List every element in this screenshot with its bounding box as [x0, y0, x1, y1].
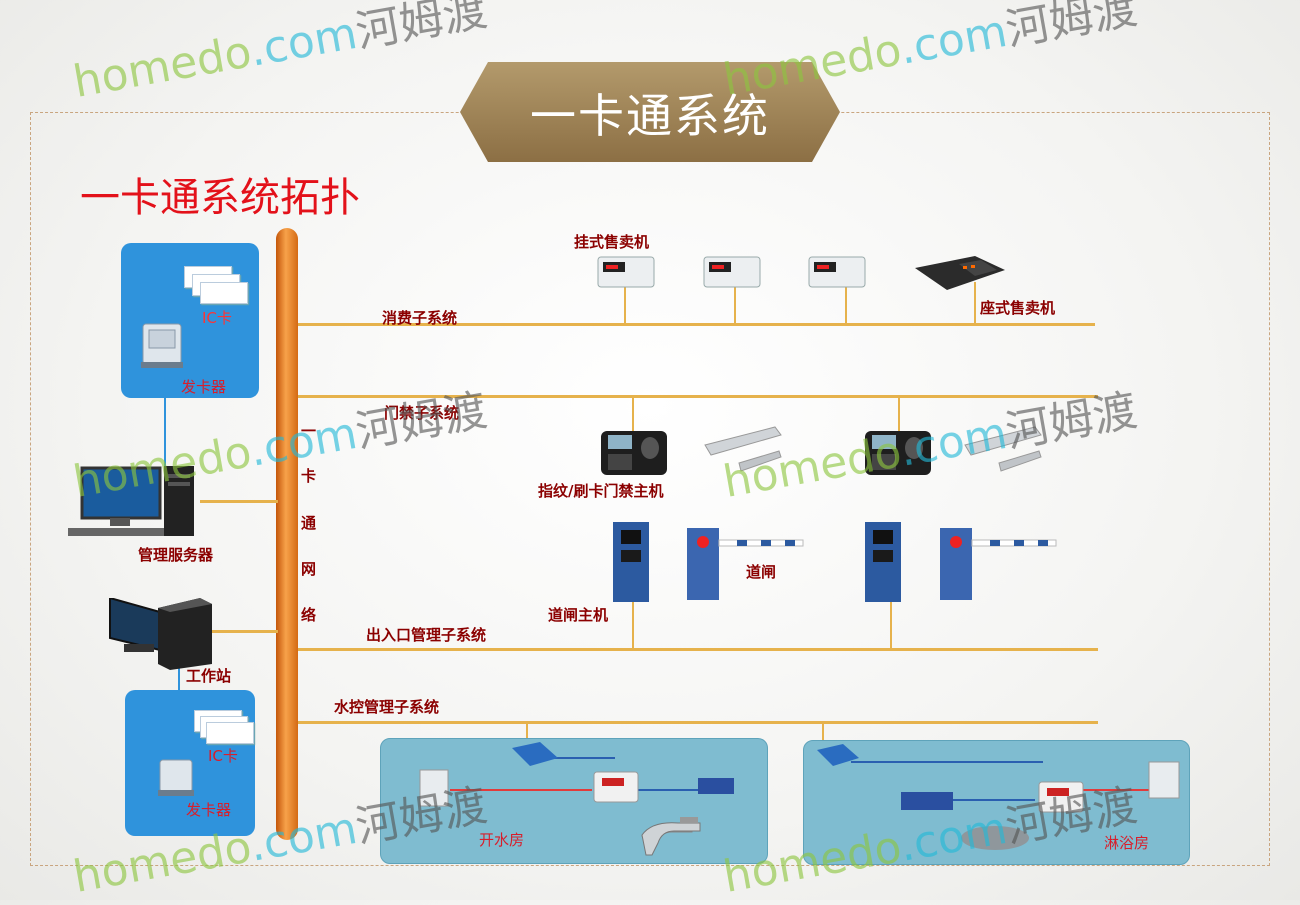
- network-label-char: 卡: [301, 467, 317, 485]
- wall-pos-label: 挂式售卖机: [574, 233, 650, 251]
- connector: [890, 602, 892, 649]
- page-title: 一卡通系统: [530, 89, 770, 143]
- connector: [526, 722, 528, 742]
- consumption-subsystem-label: 消费子系统: [382, 309, 458, 327]
- shower-room-label: 淋浴房: [1104, 834, 1150, 852]
- server-label: 管理服务器: [138, 546, 214, 564]
- network-label-char: 一: [301, 422, 317, 440]
- access-subsystem-label: 门禁子系统: [384, 404, 460, 422]
- desk-pos-label: 座式售卖机: [980, 299, 1056, 317]
- connector: [632, 602, 634, 649]
- issuer-server-link: [164, 398, 166, 470]
- connector: [822, 722, 824, 742]
- server-computer-icon: [68, 466, 194, 536]
- watermark: homedo.com河姆渡: [69, 0, 491, 108]
- ic-card-label-top: IC卡: [202, 309, 232, 327]
- ic-card-icon: [206, 722, 254, 744]
- card-issuer-icon: [141, 323, 183, 368]
- network-bus: [276, 228, 298, 840]
- water-line: [298, 721, 1098, 724]
- consumption-line: [298, 323, 1095, 326]
- card-issuer-label-bottom: 发卡器: [186, 801, 232, 819]
- connector: [734, 285, 736, 324]
- access-host-label: 指纹/刷卡门禁主机: [538, 482, 664, 500]
- wall-pos-terminal-icon: [597, 256, 655, 288]
- entrance-line: [298, 648, 1098, 651]
- entrance-subsystem-label: 出入口管理子系统: [366, 626, 487, 644]
- ic-card-label-bottom: IC卡: [208, 747, 238, 765]
- connector: [898, 396, 900, 432]
- desk-pos-terminal-icon: [915, 256, 1005, 290]
- barrier-host-label: 道闸主机: [548, 606, 609, 624]
- barrier-label: 道闸: [746, 563, 777, 581]
- barrier-host-icon: [865, 522, 901, 602]
- boiling-room-label: 开水房: [479, 831, 525, 849]
- card-issuer-label-top: 发卡器: [181, 378, 227, 396]
- faucet-icon: [641, 817, 701, 856]
- water-subsystem-label: 水控管理子系统: [334, 698, 440, 716]
- connector: [632, 396, 634, 432]
- topology-title: 一卡通系统拓扑: [80, 175, 360, 221]
- wall-pos-terminal-icon: [808, 256, 866, 288]
- workstation-label: 工作站: [186, 667, 232, 685]
- fingerprint-reader-icon: [865, 431, 931, 475]
- shower-room-equipment: [817, 744, 1180, 850]
- server-link: [200, 500, 278, 503]
- network-label-char: 通: [301, 514, 317, 532]
- access-line: [298, 395, 1098, 398]
- connector: [974, 282, 976, 324]
- barrier-host-icon: [613, 522, 649, 602]
- fingerprint-reader-icon: [601, 431, 667, 475]
- network-label-char: 络: [301, 606, 317, 624]
- card-issuer-icon: [158, 759, 194, 796]
- connector: [845, 285, 847, 324]
- magnetic-lock-icon: [704, 426, 782, 472]
- barrier-gate-icon: [687, 528, 804, 600]
- network-label-char: 网: [301, 560, 317, 578]
- barrier-gate-icon: [940, 528, 1057, 600]
- ic-card-icon: [200, 282, 248, 304]
- workstation-link: [212, 630, 278, 633]
- boiling-room-equipment: [419, 742, 734, 845]
- wall-pos-terminal-icon: [703, 256, 761, 288]
- connector: [624, 285, 626, 324]
- workstation-icon: [109, 598, 212, 670]
- title-banner: [460, 62, 840, 162]
- magnetic-lock-icon: [964, 426, 1042, 472]
